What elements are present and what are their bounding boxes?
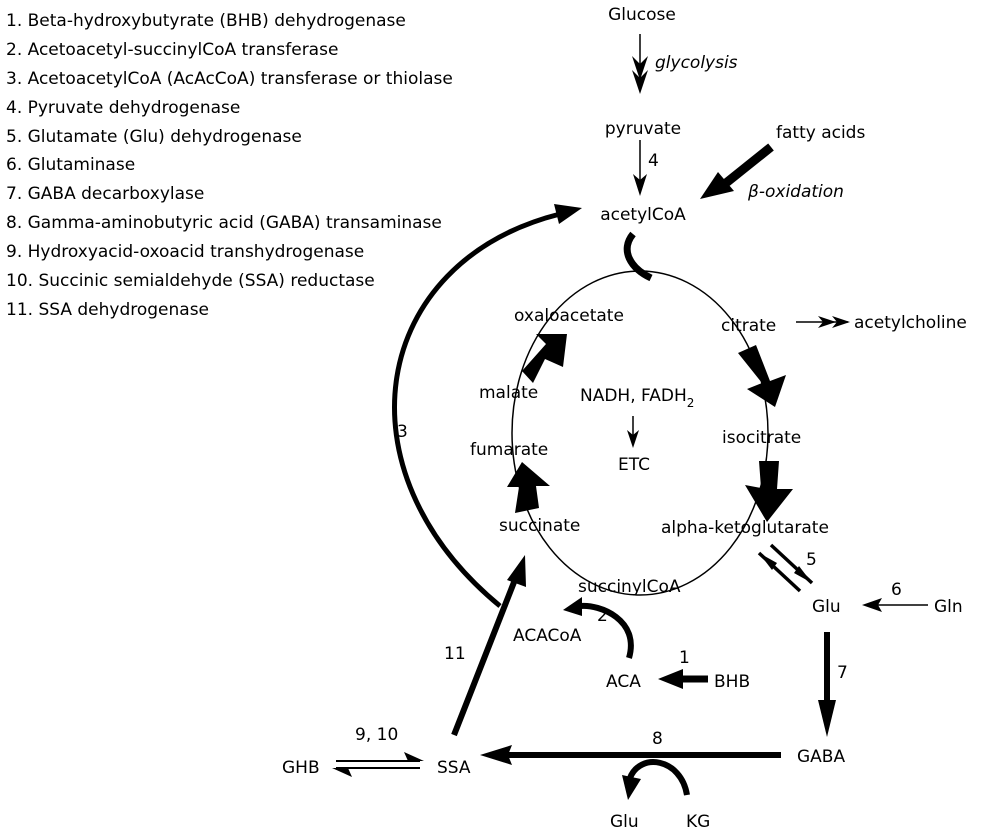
node-acacoa: ACACoA — [513, 626, 582, 646]
nadh-to-etc-arrow — [627, 416, 639, 448]
node-acetylcholine: acetylcholine — [854, 313, 967, 333]
legend-item-8: 8. Gamma-aminobutyric acid (GABA) transa… — [6, 213, 442, 233]
enzyme-label-3: 3 — [397, 422, 408, 442]
legend-item-2: 2. Acetoacetyl-succinylCoA transferase — [6, 40, 338, 60]
node-pyruvate: pyruvate — [605, 119, 681, 139]
fadh-subscript: 2 — [687, 396, 695, 410]
enzyme-label-6: 6 — [891, 580, 902, 600]
enzyme-label-7: 7 — [837, 663, 848, 683]
beta-oxidation-label: -oxidation — [759, 182, 844, 202]
acacoa-to-acetylcoa-arrow — [392, 204, 582, 608]
pathway-glycolysis: glycolysis — [655, 53, 738, 73]
bhb-to-aca-arrow — [658, 669, 708, 689]
node-succinate: succinate — [499, 516, 580, 536]
node-etc: ETC — [618, 455, 650, 475]
legend-item-9: 9. Hydroxyacid-oxoacid transhydrogenase — [6, 242, 364, 262]
aca-to-acacoa-arrow — [563, 597, 634, 659]
enzyme-label-4: 4 — [648, 151, 659, 171]
acetylcoa-entry-arrow — [623, 231, 653, 282]
node-glucose: Glucose — [608, 5, 676, 25]
node-fumarate: fumarate — [470, 440, 548, 460]
akg-glu-reversible-arrow — [757, 543, 814, 593]
node-nadh-fadh: NADH, FADH2 — [580, 386, 694, 410]
legend-item-6: 6. Glutaminase — [6, 155, 135, 175]
ghb-ssa-reversible-arrow — [332, 752, 424, 777]
node-gaba: GABA — [797, 747, 845, 767]
citrate-to-isocitrate-arrow — [738, 345, 786, 407]
gaba-to-ssa-arrow — [480, 745, 781, 765]
enzyme-label-1: 1 — [679, 648, 690, 668]
node-gln: Gln — [934, 597, 963, 617]
node-citrate: citrate — [721, 316, 776, 336]
enzyme-label-11: 11 — [444, 644, 466, 664]
malate-to-oxaloacetate-arrow — [522, 334, 567, 383]
node-succinylcoa: succinylCoA — [578, 577, 681, 597]
node-isocitrate: isocitrate — [722, 428, 801, 448]
citrate-to-acetylcholine-arrow — [796, 316, 850, 328]
ssa-to-succinate-arrow — [451, 555, 526, 737]
enzyme-label-5: 5 — [806, 550, 817, 570]
legend-item-11: 11. SSA dehydrogenase — [6, 300, 209, 320]
enzyme-legend: 1. Beta-hydroxybutyrate (BHB) dehydrogen… — [6, 11, 453, 320]
gln-to-glu-arrow — [862, 598, 928, 612]
node-glu-bottom: Glu — [610, 812, 639, 832]
glu-to-gaba-arrow — [818, 632, 836, 737]
nadh-fadh-label: NADH, FADH — [580, 386, 687, 406]
node-ghb: GHB — [282, 758, 320, 778]
beta-oxidation-arrow — [700, 143, 774, 199]
glycolysis-arrow — [632, 34, 648, 94]
enzyme-label-2: 2 — [597, 606, 608, 626]
legend-item-5: 5. Glutamate (Glu) dehydrogenase — [6, 127, 302, 147]
node-malate: malate — [479, 383, 538, 403]
legend-item-3: 3. AcetoacetylCoA (AcAcCoA) transferase … — [6, 69, 453, 89]
kg-to-glu-arrow — [622, 759, 690, 800]
isocitrate-to-akg-arrow — [745, 461, 793, 522]
legend-item-1: 1. Beta-hydroxybutyrate (BHB) dehydrogen… — [6, 11, 406, 31]
node-bhb: BHB — [714, 672, 750, 692]
node-akg: alpha-ketoglutarate — [661, 518, 829, 538]
node-kg: KG — [686, 812, 710, 832]
legend-item-10: 10. Succinic semialdehyde (SSA) reductas… — [6, 271, 375, 291]
pathway-beta-oxidation: β-oxidation — [747, 182, 844, 202]
pyruvate-to-acetylcoa-arrow — [633, 140, 647, 196]
succinate-to-fumarate-arrow — [507, 462, 550, 513]
node-glu: Glu — [812, 597, 841, 617]
enzyme-label-8: 8 — [652, 729, 663, 749]
node-oxaloacetate: oxaloacetate — [514, 306, 624, 326]
legend-item-4: 4. Pyruvate dehydrogenase — [6, 98, 240, 118]
node-acetylcoa: acetylCoA — [600, 205, 686, 225]
node-fatty-acids: fatty acids — [776, 123, 865, 143]
node-ssa: SSA — [437, 758, 471, 778]
legend-item-7: 7. GABA decarboxylase — [6, 184, 204, 204]
enzyme-label-9-10: 9, 10 — [355, 725, 398, 745]
node-aca: ACA — [606, 672, 641, 692]
beta-symbol: β — [747, 182, 759, 202]
